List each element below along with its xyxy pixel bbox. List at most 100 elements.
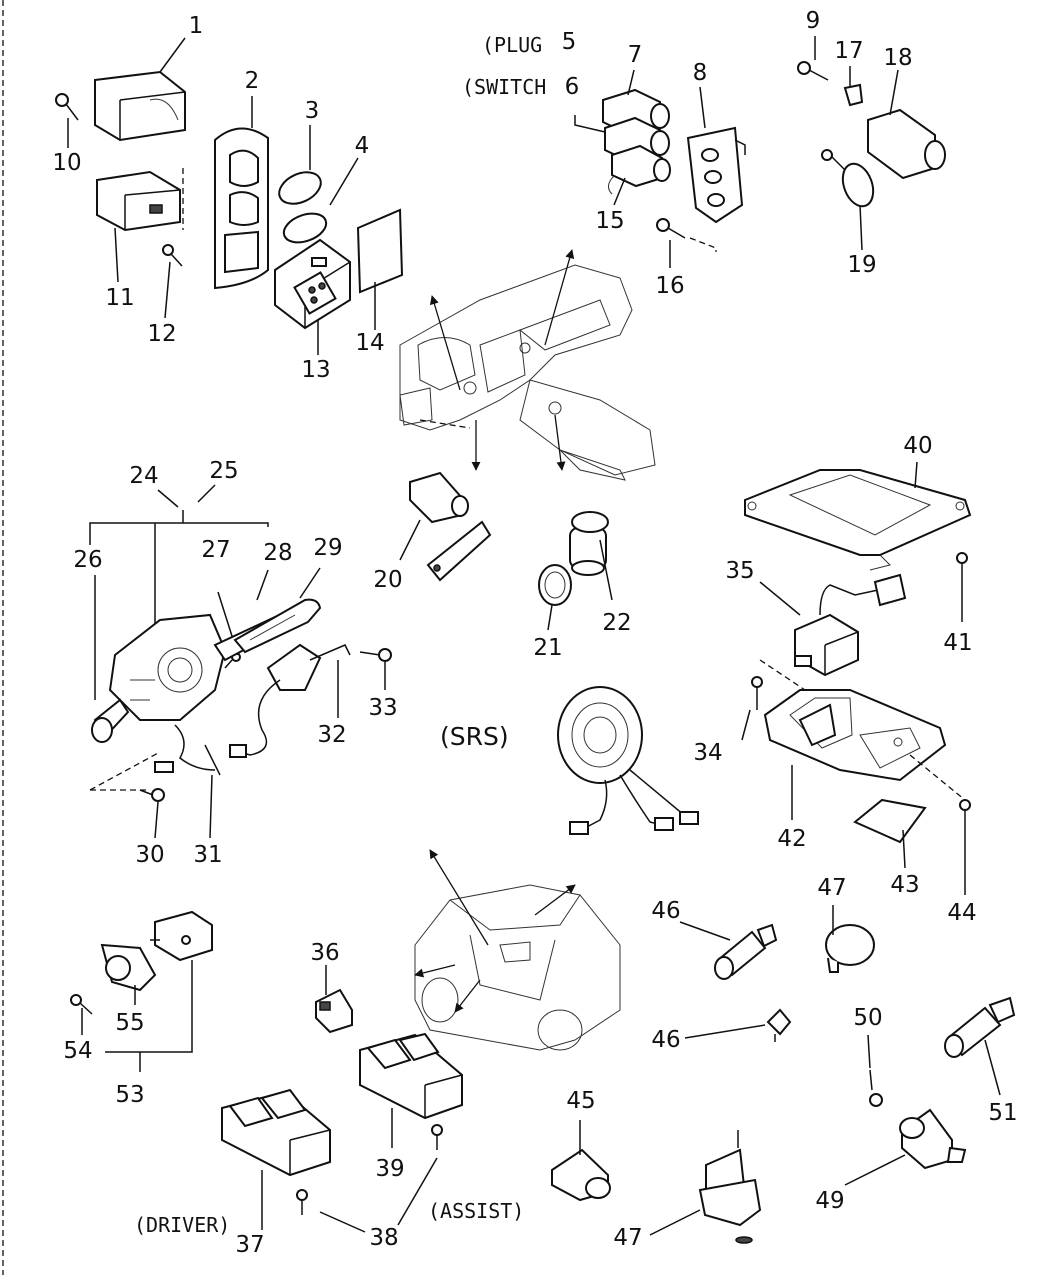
part-32-sensor-harness [229,643,351,758]
part-40-bracket [744,469,972,571]
part-13-switch-unit [274,238,351,330]
label-54: 54 [63,1038,92,1064]
label-8: 8 [693,60,708,86]
label-47-a: 47 [817,875,846,901]
note-srs: (SRS) [440,722,509,751]
part-7-plug-switch [602,88,671,188]
part-49-sensor [899,1108,967,1170]
label-47-b: 47 [613,1225,642,1251]
label-6: 6 [565,74,580,100]
label-12: 12 [147,321,176,347]
part-26-combination-switch [91,613,227,743]
label-55: 55 [115,1010,144,1036]
label-10: 10 [52,150,81,176]
part-16-screw [656,218,686,239]
label-17: 17 [834,38,863,64]
label-46-a: 46 [651,898,680,924]
label-38: 38 [369,1225,398,1251]
part-54-screw [70,994,93,1015]
label-28: 28 [263,540,292,566]
label-30: 30 [135,842,164,868]
label-24: 24 [129,463,158,489]
part-46-switch [766,1008,792,1042]
part-55-cap [100,943,157,992]
part-51-sensor [944,996,1016,1058]
label-21: 21 [533,635,562,661]
part-9-screw [797,61,829,81]
label-19: 19 [847,252,876,278]
label-35: 35 [725,558,754,584]
part-labels: 1 2 3 4 5 6 7 8 9 10 11 12 13 14 15 16 1… [52,8,1017,1258]
label-43: 43 [890,872,919,898]
part-53-switch [150,910,213,962]
label-31: 31 [193,842,222,868]
label-37: 37 [235,1232,264,1258]
part-47-valve [698,1130,762,1244]
part-36-connector [315,988,353,1034]
label-11: 11 [105,285,134,311]
part-8-bracket [686,126,746,224]
part-30-screw [139,788,165,802]
part-21-ring [538,564,572,606]
part-14-cover [356,208,404,294]
label-41: 41 [943,630,972,656]
label-27: 27 [201,537,230,563]
part-11-switch [96,170,181,232]
label-39: 39 [375,1156,404,1182]
part-29-lever [233,598,322,654]
label-18: 18 [883,45,912,71]
label-49: 49 [815,1188,844,1214]
part-42-console-panel [763,689,947,782]
part-20-switch [409,471,492,582]
part-45-switch [551,1148,611,1202]
label-46-b: 46 [651,1027,680,1053]
part-37-window-switch [221,1088,331,1177]
note-assist: (ASSIST) [428,1199,524,1223]
label-40: 40 [903,433,932,459]
label-25: 25 [209,458,238,484]
label-45: 45 [566,1088,595,1114]
part-18-sensor [867,108,946,180]
label-13: 13 [301,357,330,383]
note-switch: (SWITCH [462,75,546,99]
label-5: 5 [562,29,577,55]
part-10-screw [55,93,79,121]
note-driver: (DRIVER) [134,1213,230,1237]
label-3: 3 [305,98,320,124]
label-16: 16 [655,273,684,299]
part-43-plate [853,798,927,844]
part-47-sensor [825,924,875,973]
part-19-ring [821,149,875,208]
part-44-screw [959,799,971,850]
label-9: 9 [806,8,821,34]
label-1: 1 [189,13,204,39]
part-33-screw [359,648,392,662]
part-31-harness [154,724,221,776]
part-41-screw [956,552,968,590]
label-7: 7 [628,42,643,68]
label-36: 36 [310,940,339,966]
part-17-clip [843,83,864,107]
note-plug: (PLUG [482,33,542,57]
part-12-screw [162,244,183,267]
label-53: 53 [115,1082,144,1108]
part-46-sensor [714,923,778,980]
part-50-screw [869,1069,883,1107]
part-39-window-switch [359,1032,463,1120]
label-34: 34 [693,740,722,766]
dashboard-illustration [399,264,656,481]
label-4: 4 [355,133,370,159]
label-32: 32 [317,722,346,748]
part-34-screw [751,676,763,710]
part-2-bezel [214,127,269,290]
part-22-sensor [569,511,609,576]
label-33: 33 [368,695,397,721]
part-1-switch [94,70,186,142]
part-38-screw [296,1124,443,1215]
label-42: 42 [777,826,806,852]
label-14: 14 [355,330,384,356]
label-29: 29 [313,535,342,561]
label-2: 2 [245,68,260,94]
srs-clock-spring [557,686,699,835]
